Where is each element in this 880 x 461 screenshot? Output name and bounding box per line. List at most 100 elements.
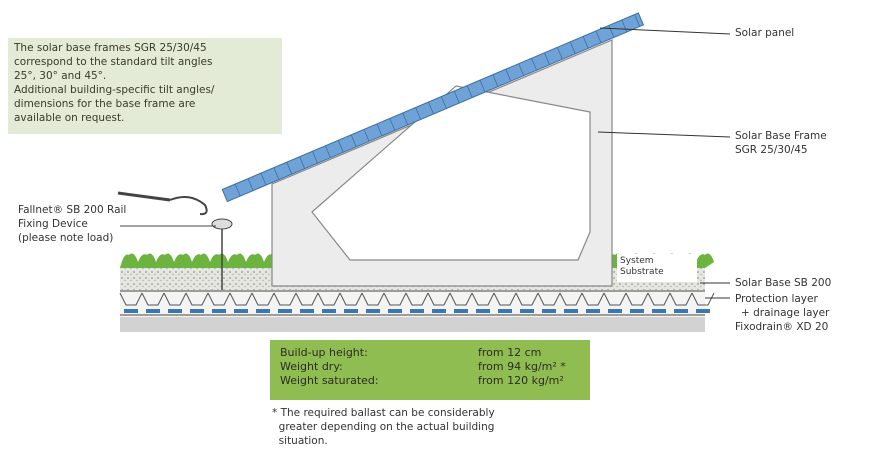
panel-cell-divider (556, 47, 563, 60)
panel-cell-divider (260, 172, 267, 186)
solar-panel (221, 12, 645, 203)
panel-cell-divider (634, 14, 641, 27)
panel-cell-divider (273, 167, 280, 180)
panel-cell-divider (389, 118, 396, 131)
substrate-label-bg (617, 254, 697, 282)
footnote-line: situation. (272, 435, 328, 447)
panel-cell-divider (569, 41, 576, 54)
drainage-water (476, 309, 490, 313)
drainage-cup (449, 292, 473, 306)
drainage-cup (163, 292, 187, 306)
drainage-cup (141, 292, 165, 306)
panel-cell-divider (595, 30, 602, 44)
panel-cell-divider (621, 19, 628, 33)
drainage-water (124, 309, 138, 313)
drainage-water (256, 309, 270, 313)
panel-cell-divider (299, 156, 306, 169)
label-fallnet-3: (please note load) (18, 232, 114, 244)
specs-box: Build-up height:from 12 cm Weight dry: fr… (270, 340, 590, 400)
drainage-water (564, 309, 578, 313)
drainage-cup (647, 292, 671, 306)
drainage-water (300, 309, 314, 313)
drainage-cup (317, 292, 341, 306)
panel-cell-divider (312, 151, 318, 164)
roof-base (120, 316, 705, 332)
drainage-water (498, 309, 512, 313)
drainage-cup (119, 292, 143, 306)
fallnet-device (117, 191, 233, 290)
label-fallnet-2: Fixing Device (18, 218, 88, 230)
drainage-water (190, 309, 204, 313)
label-fallnet: Fallnet® SB 200 Rail (18, 204, 127, 216)
drainage-cup (295, 292, 319, 306)
drainage-water (542, 309, 556, 313)
footnote-line: greater depending on the actual building (272, 421, 495, 433)
drainage-cup (185, 292, 209, 306)
drainage-cup (207, 292, 231, 306)
label-solar-panel: Solar panel (735, 27, 795, 39)
drainage-water (344, 309, 358, 313)
info-line: available on request. (14, 112, 125, 124)
info-line: Additional building-specific tilt angles… (14, 84, 215, 96)
panel-cell-divider (234, 183, 241, 197)
panel-cell-divider (518, 63, 525, 76)
drainage-cup (471, 292, 495, 306)
drainage-water (454, 309, 468, 313)
spec-row: Weight dry: from 94 kg/m² * (280, 360, 566, 374)
info-box: The solar base frames SGR 25/30/45 corre… (8, 38, 282, 134)
panel-cell-divider (453, 90, 460, 104)
panel-cell-divider (324, 145, 331, 158)
info-line: correspond to the standard tilt angles (14, 56, 213, 68)
label-frame: Solar Base Frame (735, 130, 827, 142)
drainage-cup (625, 292, 649, 306)
leader-lines (597, 27, 731, 299)
label-fixodrain: Fixodrain® XD 20 (735, 321, 829, 333)
drainage-cup (339, 292, 363, 306)
panel-cell-divider (440, 96, 447, 109)
info-line: dimensions for the base frame are (14, 98, 196, 110)
panel-cell-divider (428, 101, 434, 115)
panel-cell-divider (376, 123, 383, 137)
panel-cell-divider (466, 85, 473, 98)
panel-cell-divider (247, 178, 254, 191)
drainage-water (674, 309, 688, 313)
label-substrate-2: Substrate (620, 267, 664, 277)
drainage-water (586, 309, 600, 313)
panel-cell-divider (608, 25, 615, 38)
drainage-cup (537, 292, 561, 306)
label-protection: Protection layer (735, 293, 818, 305)
drainage-cup (559, 292, 583, 306)
drainage-water (432, 309, 446, 313)
drainage-cup (669, 292, 693, 306)
spec-value: from 94 kg/m² * (478, 360, 566, 373)
drainage-layer (119, 289, 715, 317)
drainage-water (168, 309, 182, 313)
spec-row: Build-up height:from 12 cm (280, 346, 541, 360)
drainage-cup (603, 292, 627, 306)
info-line: The solar base frames SGR 25/30/45 (14, 42, 207, 54)
panel-cell-divider (415, 107, 422, 120)
drainage-cup (405, 292, 429, 306)
label-frame-model: SGR 25/30/45 (735, 144, 808, 156)
drainage-cup (383, 292, 407, 306)
drainage-water (608, 309, 622, 313)
panel-cell-divider (531, 58, 538, 71)
drainage-cup (229, 292, 253, 306)
drainage-water (322, 309, 336, 313)
panel-cell-divider (337, 140, 344, 153)
panel-cell-divider (350, 134, 357, 147)
drainage-water (212, 309, 226, 313)
label-solar-base: Solar Base SB 200 (735, 277, 832, 289)
drainage-water (234, 309, 248, 313)
drainage-cup (691, 292, 715, 306)
spec-value: from 120 kg/m² (478, 374, 564, 387)
drainage-water (278, 309, 292, 313)
drainage-cup (427, 292, 451, 306)
drainage-cup (515, 292, 539, 306)
info-line: 25°, 30° and 45°. (14, 70, 107, 82)
panel-cell-divider (363, 129, 370, 142)
spec-label: Weight dry: (280, 360, 343, 373)
panel-cell-divider (286, 162, 293, 175)
panel-cell-divider (479, 79, 486, 93)
